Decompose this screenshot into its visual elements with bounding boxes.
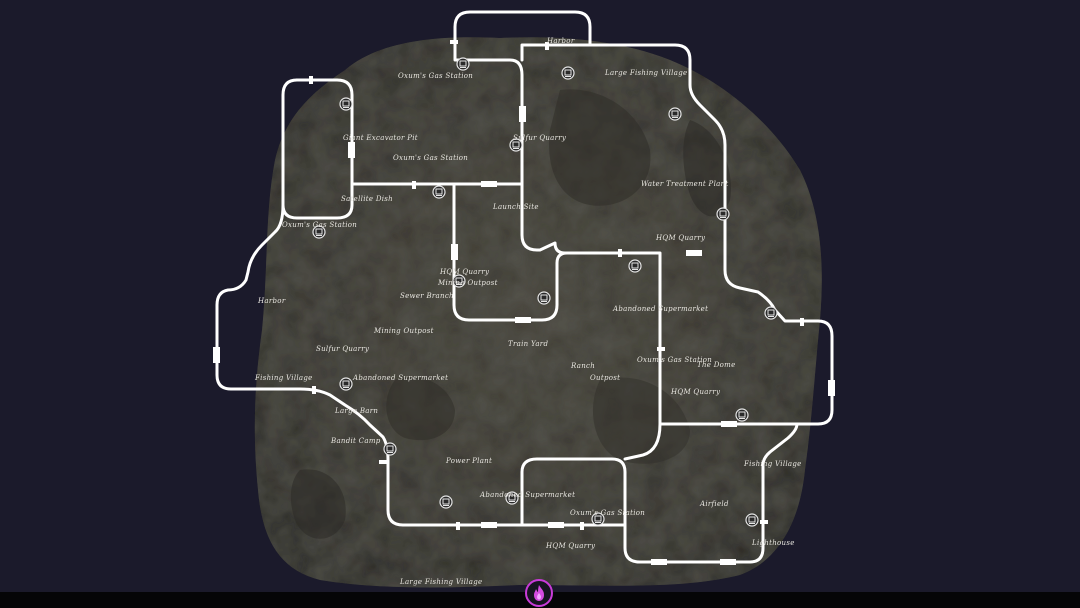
train-station-icon[interactable]	[591, 512, 605, 526]
rail-loop-west	[295, 78, 524, 186]
label-oxums-gas-station-mid: Oxum's Gas Station	[393, 154, 468, 162]
train-station-icon[interactable]	[432, 185, 446, 199]
train-station-icon[interactable]	[452, 274, 466, 288]
rail-network	[215, 10, 834, 564]
label-harbor-west: Harbor	[257, 297, 286, 305]
label-harbor-north: Harbor	[546, 37, 575, 45]
label-mining-outpost-west: Mining Outpost	[373, 327, 434, 335]
train-station-icon[interactable]	[505, 491, 519, 505]
train-station-icon[interactable]	[735, 408, 749, 422]
rail-east-connector	[623, 422, 662, 461]
label-sulfur-quarry-north: Sulfur Quarry	[513, 134, 567, 142]
label-train-yard: Train Yard	[508, 340, 548, 348]
label-the-dome: The Dome	[697, 361, 736, 369]
location-labels: Harbor Oxum's Gas Station Large Fishing …	[254, 37, 802, 586]
label-oxums-gas-station-nw: Oxum's Gas Station	[398, 72, 473, 80]
label-large-fishing-village-south: Large Fishing Village	[399, 578, 482, 586]
label-giant-excavator-pit: Giant Excavator Pit	[343, 134, 418, 142]
rail-loop-west-frame	[281, 78, 354, 220]
train-station-icon[interactable]	[456, 57, 470, 71]
label-abandoned-supermarket-east: Abandoned Supermarket	[612, 305, 708, 313]
train-station-icon[interactable]	[339, 97, 353, 111]
terrain-details	[290, 89, 731, 539]
label-hqm-quarry-east: HQM Quarry	[670, 388, 721, 396]
train-station-icon[interactable]	[509, 138, 523, 152]
rail-south-inner	[520, 457, 627, 527]
train-station-icon[interactable]	[339, 377, 353, 391]
train-station-icon[interactable]	[561, 66, 575, 80]
label-oxums-gas-station-south: Oxum's Gas Station	[570, 509, 645, 517]
train-station-icon[interactable]	[383, 442, 397, 456]
rail-loop-north	[453, 10, 834, 426]
label-abandoned-supermarket-west: Abandoned Supermarket	[352, 374, 448, 382]
train-station-icon[interactable]	[537, 291, 551, 305]
label-launch-site: Launch Site	[492, 203, 539, 211]
label-satellite-dish: Satellite Dish	[341, 195, 393, 203]
label-large-barn: Large Barn	[334, 407, 378, 415]
label-bandit-camp: Bandit Camp	[330, 437, 381, 445]
label-hqm-quarry-south: HQM Quarry	[545, 542, 596, 550]
label-abandoned-supermarket-south: Abandoned Supermarket	[479, 491, 575, 499]
label-mining-outpost-center: Mining Outpost	[437, 279, 498, 287]
label-power-plant: Power Plant	[445, 457, 492, 465]
rail-west-outer	[215, 203, 799, 564]
label-hqm-quarry-ne: HQM Quarry	[655, 234, 706, 242]
train-stations	[312, 57, 778, 527]
label-oxums-gas-station-east: Oxum's Gas Station	[637, 356, 712, 364]
rail-inner-center	[452, 182, 569, 322]
train-station-icon[interactable]	[439, 495, 453, 509]
train-station-icon[interactable]	[312, 225, 326, 239]
label-sulfur-quarry-west: Sulfur Quarry	[316, 345, 370, 353]
label-sewer-branch: Sewer Branch	[400, 292, 454, 300]
label-hqm-quarry-center: HQM Quarry	[439, 268, 490, 276]
label-large-fishing-village-ne: Large Fishing Village	[604, 69, 687, 77]
label-fishing-village-west: Fishing Village	[254, 374, 313, 382]
train-station-icon[interactable]	[628, 259, 642, 273]
label-fishing-village-east: Fishing Village	[743, 460, 802, 468]
label-airfield: Airfield	[699, 500, 729, 508]
label-oxums-gas-station-west: Oxum's Gas Station	[282, 221, 357, 229]
rail-vertical-center	[520, 43, 592, 62]
label-outpost: Outpost	[590, 374, 620, 382]
label-ranch: Ranch	[570, 362, 595, 370]
flame-logo-icon	[525, 579, 553, 607]
label-water-treatment-plant: Water Treatment Plant	[641, 180, 729, 188]
rail-switches	[213, 40, 835, 565]
train-station-icon[interactable]	[668, 107, 682, 121]
train-station-icon[interactable]	[716, 207, 730, 221]
label-lighthouse: Lighthouse	[751, 539, 795, 547]
train-station-icon[interactable]	[764, 306, 778, 320]
train-station-icon[interactable]	[745, 513, 759, 527]
